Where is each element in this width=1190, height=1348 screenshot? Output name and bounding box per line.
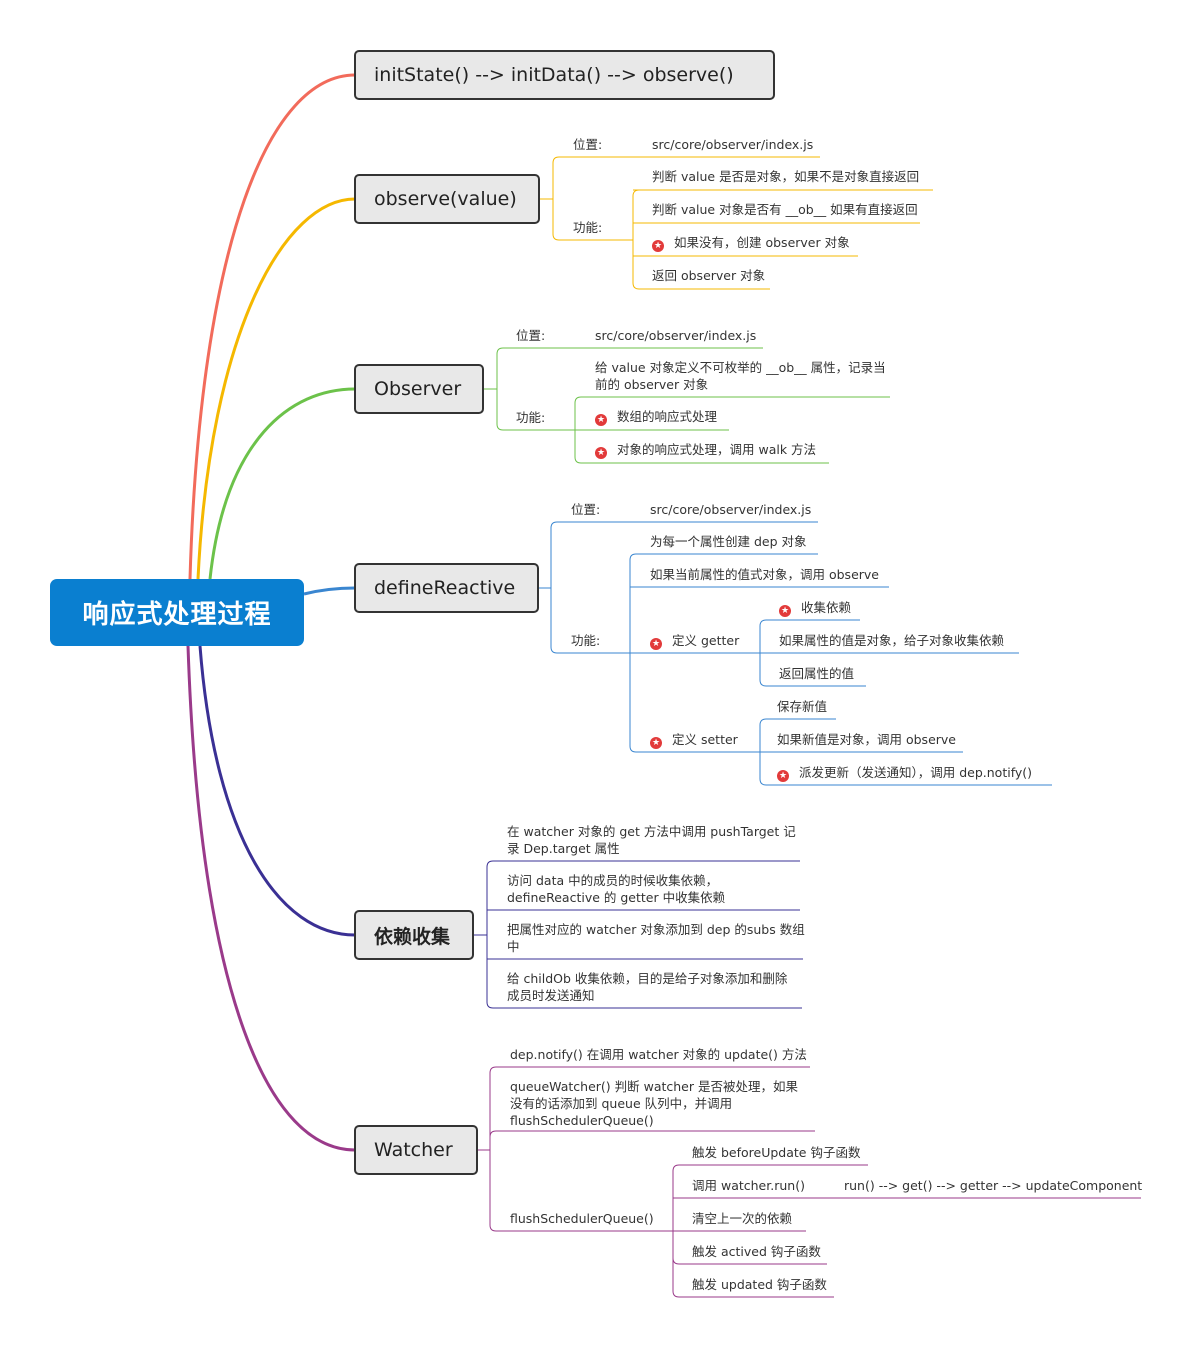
- define-item-2: 如果当前属性的值式对象，调用 observe: [650, 567, 879, 582]
- define-setter: ★ 定义 setter: [650, 731, 738, 749]
- observe-item-3: ★ 如果没有，创建 observer 对象: [652, 234, 850, 252]
- observer-item-1: 给 value 对象定义不可枚举的 __ob__ 属性，记录当前的 observ…: [595, 360, 886, 392]
- important-star-icon: ★: [595, 447, 607, 459]
- node-observer-label: Observer: [374, 378, 462, 400]
- getter-item-1-label: 收集依赖: [801, 600, 852, 615]
- setter-item-3-label: 派发更新（发送通知），调用 dep.notify(): [799, 765, 1033, 780]
- observe-location-label: 位置:: [573, 137, 603, 152]
- observer-location-value: src/core/observer/index.js: [595, 328, 757, 343]
- observer-function-label: 功能:: [516, 410, 546, 425]
- node-init-chain[interactable]: initState() --> initData() --> observe(): [354, 50, 775, 100]
- branch-curve-init: [188, 73, 356, 580]
- define-location-label: 位置:: [571, 502, 601, 517]
- setter-item-1: 保存新值: [777, 699, 828, 714]
- observer-item-3-label: 对象的响应式处理，调用 walk 方法: [617, 442, 817, 457]
- observer-location-label: 位置:: [516, 328, 546, 343]
- define-getter-label: 定义 getter: [672, 633, 740, 648]
- watcher-flush: flushSchedulerQueue(): [510, 1211, 654, 1226]
- getter-item-1: ★ 收集依赖: [779, 599, 851, 617]
- root-node[interactable]: 响应式处理过程: [50, 579, 304, 646]
- important-star-icon: ★: [652, 240, 664, 252]
- watcher-item-1: dep.notify() 在调用 watcher 对象的 update() 方法: [510, 1047, 807, 1062]
- node-define-reactive-label: defineReactive: [374, 577, 516, 599]
- observe-location-value: src/core/observer/index.js: [652, 137, 814, 152]
- node-dependency-collection-label: 依赖收集: [374, 925, 451, 948]
- important-star-icon: ★: [595, 414, 607, 426]
- flush-run-detail: run() --> get() --> getter --> updateCom…: [844, 1178, 1143, 1193]
- node-watcher-label: Watcher: [374, 1139, 453, 1161]
- node-init-chain-label: initState() --> initData() --> observe(): [374, 64, 734, 86]
- collect-item-2: 访问 data 中的成员的时候收集依赖，defineReactive 的 get…: [507, 873, 726, 905]
- node-dependency-collection[interactable]: 依赖收集: [354, 910, 474, 960]
- define-location-value: src/core/observer/index.js: [650, 502, 812, 517]
- flush-item-3: 清空上一次的依赖: [692, 1211, 793, 1226]
- observer-item-2-label: 数组的响应式处理: [617, 409, 718, 424]
- root-label: 响应式处理过程: [82, 600, 272, 630]
- define-setter-label: 定义 setter: [672, 732, 738, 747]
- define-function-label: 功能:: [571, 633, 601, 648]
- branch-curve-collect: [198, 645, 356, 937]
- node-watcher[interactable]: Watcher: [354, 1125, 478, 1175]
- define-getter: ★ 定义 getter: [650, 632, 739, 650]
- collect-item-3: 把属性对应的 watcher 对象添加到 dep 的subs 数组中: [507, 922, 805, 954]
- observe-item-2: 判断 value 对象是否有 __ob__ 如果有直接返回: [652, 202, 918, 217]
- observe-item-4: 返回 observer 对象: [652, 268, 766, 283]
- node-observe-value[interactable]: observe(value): [354, 174, 540, 224]
- collect-item-1: 在 watcher 对象的 get 方法中调用 pushTarget 记录 De…: [507, 824, 796, 856]
- node-define-reactive[interactable]: defineReactive: [354, 563, 539, 613]
- observer-item-3: ★ 对象的响应式处理，调用 walk 方法: [595, 441, 816, 459]
- important-star-icon: ★: [779, 605, 791, 617]
- flush-item-2: 调用 watcher.run(): [692, 1178, 805, 1193]
- important-star-icon: ★: [650, 638, 662, 650]
- observe-item-3-label: 如果没有，创建 observer 对象: [674, 235, 850, 250]
- getter-item-2: 如果属性的值是对象，给子对象收集依赖: [779, 633, 1005, 648]
- branch-curve-observe: [196, 197, 356, 580]
- observer-item-2: ★ 数组的响应式处理: [595, 408, 717, 426]
- flush-item-5: 触发 updated 钩子函数: [692, 1277, 827, 1292]
- important-star-icon: ★: [777, 770, 789, 782]
- branch-curve-define: [303, 586, 356, 596]
- collect-item-4: 给 childOb 收集依赖，目的是给子对象添加和删除成员时发送通知: [507, 971, 788, 1003]
- watcher-item-2: queueWatcher() 判断 watcher 是否被处理，如果没有的话添加…: [510, 1079, 798, 1128]
- observe-item-1: 判断 value 是否是对象，如果不是对象直接返回: [652, 169, 920, 184]
- branch-curve-watcher: [186, 645, 356, 1152]
- flush-item-1: 触发 beforeUpdate 钩子函数: [692, 1145, 861, 1160]
- node-observer[interactable]: Observer: [354, 364, 484, 414]
- node-observe-value-label: observe(value): [374, 188, 517, 210]
- flush-item-4: 触发 actived 钩子函数: [692, 1244, 821, 1259]
- getter-item-3: 返回属性的值: [779, 666, 855, 681]
- observe-function-label: 功能:: [573, 220, 603, 235]
- setter-item-2: 如果新值是对象，调用 observe: [777, 732, 956, 747]
- setter-item-3: ★ 派发更新（发送通知），调用 dep.notify(): [777, 764, 1032, 782]
- branch-curve-observer: [208, 387, 356, 580]
- define-item-1: 为每一个属性创建 dep 对象: [650, 534, 807, 549]
- important-star-icon: ★: [650, 737, 662, 749]
